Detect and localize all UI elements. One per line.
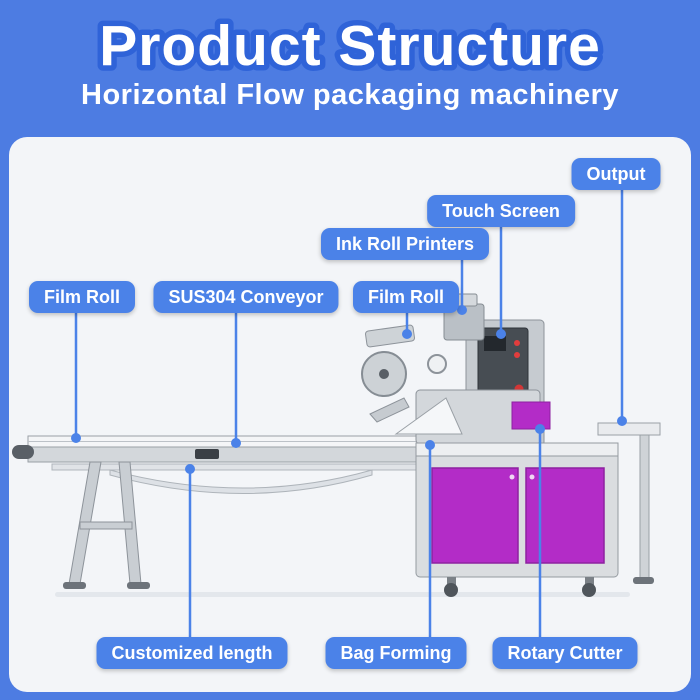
caster-stem [585, 577, 594, 585]
page-subtitle: Horizontal Flow packaging machinery [81, 79, 619, 111]
indicator-light [514, 352, 520, 358]
machine-illustration [12, 293, 661, 597]
caster-stem [447, 577, 456, 585]
leader-dot [496, 329, 506, 339]
purple-door-left [431, 467, 519, 564]
caster-wheel [582, 583, 596, 597]
conveyor-side [27, 446, 453, 463]
purple-door-right [525, 467, 605, 564]
door-handle [509, 474, 515, 480]
label-sus304-conveyor: SUS304 Conveyor [153, 281, 339, 313]
frame-rail [51, 463, 433, 471]
leader-lines [74, 188, 624, 638]
belt-item [195, 449, 219, 459]
leader-dot [231, 438, 241, 448]
foot-pad [633, 577, 654, 584]
cabinet-top-band [415, 442, 619, 457]
former-arm [369, 397, 410, 423]
foot-pad [127, 582, 150, 589]
label-bag-forming: Bag Forming [325, 637, 467, 669]
label-touch-screen: Touch Screen [427, 195, 575, 227]
leg-crossbar [79, 521, 133, 530]
machine-head [361, 293, 551, 447]
door-handle [529, 474, 535, 480]
leader-dots [71, 305, 627, 474]
leader-dot [402, 329, 412, 339]
caster-wheel [444, 583, 458, 597]
page-title-outline: Product Structure [99, 14, 601, 78]
label-output: Output [571, 158, 661, 190]
output-leg [639, 434, 650, 580]
indicator-light [514, 340, 520, 346]
label-film-roll-left: Film Roll [29, 281, 135, 313]
label-film-roll-right: Film Roll [353, 281, 459, 313]
page-title: Product Structure [99, 14, 601, 78]
machine-cabinet [415, 442, 619, 597]
leader-dot [185, 464, 195, 474]
conveyor-legs [63, 461, 150, 589]
leader-dot [425, 440, 435, 450]
rotary-cutter-block [511, 401, 551, 430]
leader-dot [617, 416, 627, 426]
label-rotary-cutter: Rotary Cutter [492, 637, 638, 669]
end-roller [12, 445, 34, 459]
output-conveyor [597, 422, 661, 584]
gauge-dial [427, 354, 447, 374]
bag-former-plate [394, 397, 463, 435]
output-deck [597, 422, 661, 436]
film-sheet-curve [109, 469, 373, 494]
title-banner: Product Structure Product Structure [94, 9, 606, 84]
film-roll-hub [379, 369, 389, 379]
touch-screen-display [484, 336, 506, 351]
leader-dot [71, 433, 81, 443]
foot-pad [63, 582, 86, 589]
label-ink-roll-printers: Ink Roll Printers [320, 228, 490, 260]
leader-dot [535, 424, 545, 434]
floor-shadow [55, 592, 630, 597]
film-roll-bracket [365, 324, 415, 348]
label-customized-length: Customized length [96, 637, 288, 669]
leader-dot [457, 305, 467, 315]
